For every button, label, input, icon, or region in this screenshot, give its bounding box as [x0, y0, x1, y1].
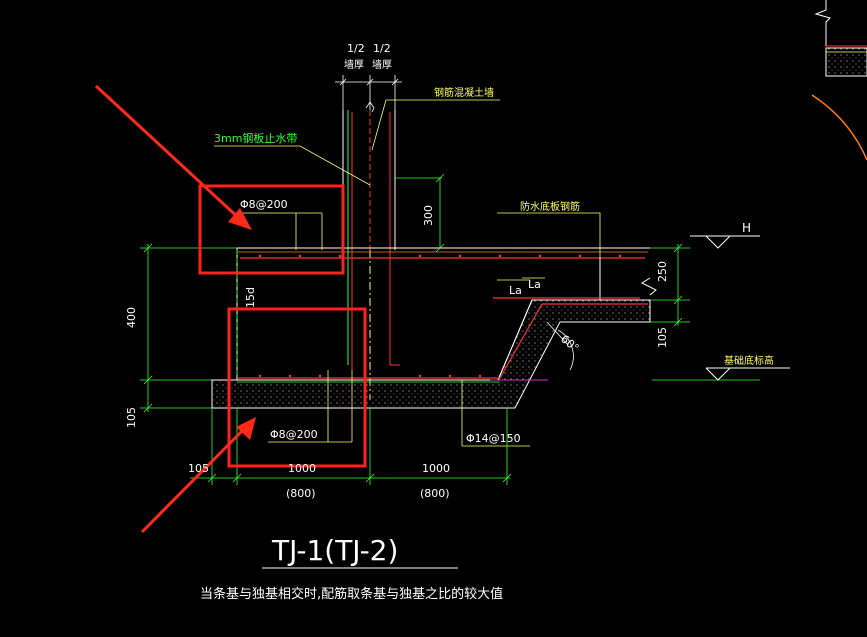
- half-wall-top-1: 1/2: [347, 42, 365, 55]
- dim-1000-right: 1000: [422, 462, 450, 475]
- rebar-top-label: Φ8@200: [240, 198, 288, 211]
- angle-60-label: 60°: [558, 332, 581, 354]
- slab-and-footing: [211, 247, 657, 409]
- dim-105-right: 105: [656, 327, 669, 348]
- red-arrow-bottom: [140, 417, 256, 534]
- dim-250: 250: [656, 261, 669, 282]
- dim-800-left: (800): [286, 487, 316, 500]
- waterproof-rebar-label: 防水底板钢筋: [520, 200, 580, 213]
- red-arrow-top: [94, 84, 252, 230]
- rc-wall-label: 钢筋混凝土墙: [434, 86, 494, 99]
- steel-waterstop-label: 3mm钢板止水带: [214, 131, 297, 145]
- dim-1000-left: 1000: [288, 462, 316, 475]
- foundation-bottom-elev-label: 基础底标高: [724, 354, 774, 367]
- dim-400: 400: [125, 307, 138, 328]
- annotation-leaders: [214, 99, 601, 447]
- detail-fragment-top-right: [811, 0, 867, 161]
- dim-105-bottom: 105: [188, 462, 209, 475]
- wall-thickness-label-1: 墙厚: [344, 58, 364, 71]
- highlight-box-bottom: [227, 307, 367, 468]
- dim-300: 300: [422, 205, 435, 226]
- dim-800-right: (800): [420, 487, 450, 500]
- elevation-markers: [690, 235, 790, 381]
- dim-105-left: 105: [125, 407, 138, 428]
- elevation-h-label: H: [742, 221, 751, 235]
- la-label-2: La: [528, 278, 541, 291]
- wall-thickness-label-2: 墙厚: [372, 58, 392, 71]
- detail-title: TJ-1(TJ-2): [271, 534, 398, 567]
- rc-wall: [335, 75, 402, 400]
- rebar-main-label: Φ14@150: [466, 432, 521, 445]
- la-label-1: La: [509, 284, 522, 297]
- highlight-box-top: [198, 184, 345, 275]
- dim-15d: 15d: [244, 287, 257, 308]
- detail-note: 当条基与独基相交时,配筋取条基与独基之比的较大值: [200, 586, 503, 602]
- half-wall-top-2: 1/2: [373, 42, 391, 55]
- dimension-lines: [140, 173, 760, 485]
- rebar-bottom-label: Φ8@200: [270, 428, 318, 441]
